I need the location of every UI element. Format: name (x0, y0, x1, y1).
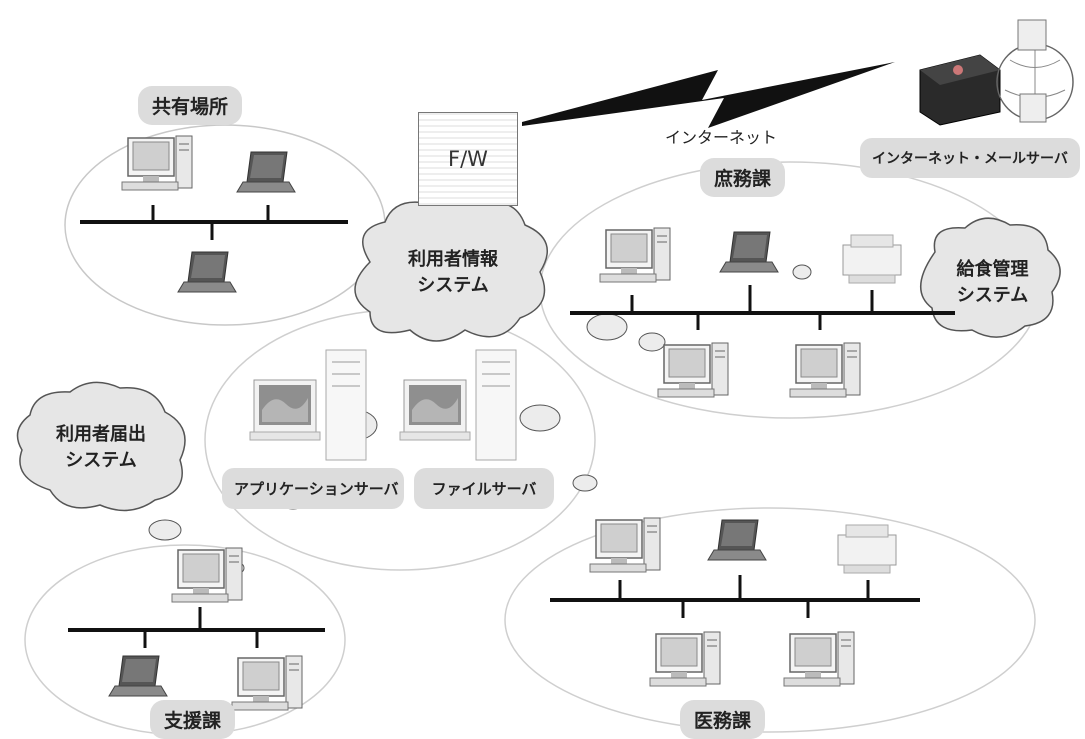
user-info-cloud (354, 194, 548, 342)
mail-server-label: インターネット・メールサーバ (860, 138, 1080, 178)
shared-place-label: 共有場所 (138, 86, 243, 125)
user-info-system-label: 利用者情報 システム (408, 249, 498, 296)
firewall-label: F/W (448, 147, 488, 171)
desktop-pc-icon (231, 655, 303, 711)
support-section-label: 支援課 (150, 700, 236, 739)
desktop-pc-icon (121, 135, 193, 191)
printer-icon (837, 524, 897, 574)
application-server-label: アプリケーションサーバ (222, 468, 404, 509)
shared-place-group (64, 124, 386, 326)
firewall-box: F/W (418, 112, 518, 206)
file-server-label: ファイルサーバ (414, 468, 554, 509)
desktop-pc-icon (599, 227, 671, 283)
mail-server-icon (919, 54, 1001, 126)
internet-lightning-link (522, 62, 895, 128)
support-lan (68, 547, 325, 711)
printer-icon (842, 234, 902, 284)
user-notification-system-label: 利用者届出 システム (56, 424, 146, 471)
meal-system-cloud (919, 217, 1061, 338)
medical-group (504, 507, 1036, 733)
meal-system-label: 給食管理 システム (956, 259, 1029, 306)
globe-icon (996, 19, 1074, 123)
desktop-pc-icon (171, 547, 243, 603)
user-notification-cloud (16, 381, 186, 512)
desktop-pc-icon (589, 517, 661, 573)
desktop-pc-icon (657, 342, 729, 398)
shared-place-lan (80, 135, 348, 293)
desktop-pc-icon (783, 631, 855, 687)
desktop-pc-icon (649, 631, 721, 687)
general-affairs-lan (570, 227, 955, 398)
medical-lan (550, 517, 920, 687)
internet-label: インターネット (665, 128, 778, 147)
general-affairs-label: 庶務課 (700, 158, 786, 197)
desktop-pc-icon (789, 342, 861, 398)
medical-section-label: 医務課 (680, 700, 766, 739)
